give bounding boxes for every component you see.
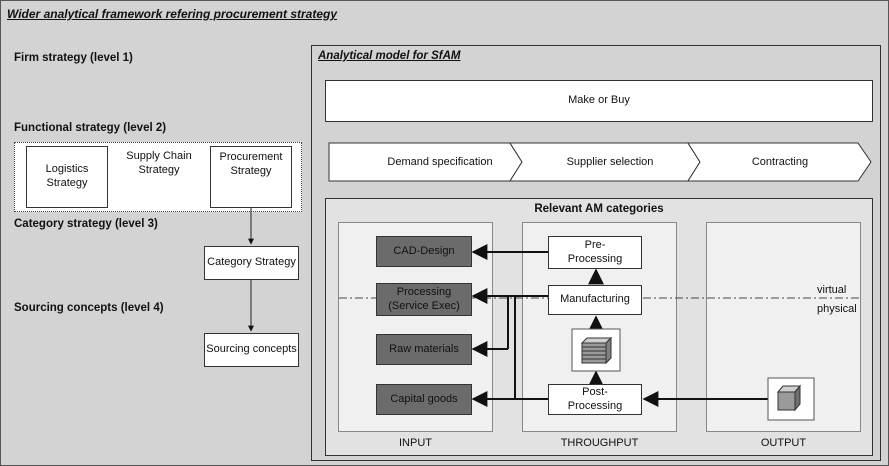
supplier-selection-label: Supplier selection bbox=[566, 156, 654, 168]
make-or-buy-box: Make or Buy bbox=[325, 80, 873, 122]
physical-label: physical bbox=[817, 303, 857, 315]
am-categories-title: Relevant AM categories bbox=[534, 203, 664, 215]
capital-goods-box: Capital goods bbox=[376, 384, 472, 415]
pre-processing-box: Pre-Processing bbox=[548, 236, 642, 269]
raw-materials-box: Raw materials bbox=[376, 334, 472, 365]
supply-chain-strategy-label: Supply Chain Strategy bbox=[126, 150, 192, 176]
manufacturing-box: Manufacturing bbox=[548, 285, 642, 315]
post-processing-box: Post-Processing bbox=[548, 384, 642, 415]
level-1-label: Firm strategy (level 1) bbox=[14, 52, 133, 64]
throughput-column-label: THROUGHPUT bbox=[560, 437, 639, 449]
cube-icon bbox=[767, 377, 815, 421]
level-3-label: Category strategy (level 3) bbox=[14, 218, 158, 230]
cad-design-box: CAD-Design bbox=[376, 236, 472, 267]
chevron-contracting bbox=[687, 142, 872, 182]
input-column-label: INPUT bbox=[399, 437, 432, 449]
procurement-strategy-box: Procurement Strategy bbox=[210, 146, 292, 208]
analytical-model-title: Analytical model for SfAM bbox=[318, 50, 461, 62]
logistics-strategy-box: Logistics Strategy bbox=[26, 146, 108, 208]
output-column-label: OUTPUT bbox=[760, 437, 807, 449]
stack-of-layers-icon bbox=[571, 328, 621, 372]
sourcing-concepts-box: Sourcing concepts bbox=[204, 333, 299, 367]
demand-specification-label: Demand specification bbox=[387, 156, 493, 168]
contracting-label: Contracting bbox=[751, 156, 809, 168]
level-4-label: Sourcing concepts (level 4) bbox=[14, 302, 164, 314]
level-2-label: Functional strategy (level 2) bbox=[14, 122, 167, 134]
virtual-label: virtual bbox=[817, 284, 847, 296]
framework-title: Wider analytical framework refering proc… bbox=[7, 7, 337, 21]
category-strategy-box: Category Strategy bbox=[204, 246, 299, 280]
processing-service-exec-box: Processing (Service Exec) bbox=[376, 283, 472, 316]
